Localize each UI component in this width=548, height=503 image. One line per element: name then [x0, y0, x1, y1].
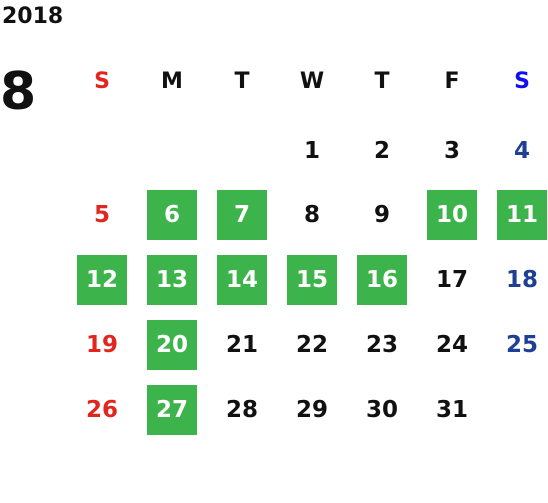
- day-cell-12[interactable]: 12: [77, 255, 127, 305]
- day-cell-29[interactable]: 29: [295, 397, 328, 423]
- day-cell-26[interactable]: 26: [85, 397, 118, 423]
- day-cell-23[interactable]: 23: [365, 332, 398, 358]
- day-cell-1[interactable]: 1: [303, 138, 320, 164]
- day-cell-4[interactable]: 4: [513, 138, 530, 164]
- weekday-header-sun: S: [94, 68, 110, 94]
- day-cell-31[interactable]: 31: [435, 397, 468, 423]
- day-cell-10[interactable]: 10: [427, 190, 477, 240]
- day-cell-2[interactable]: 2: [373, 138, 390, 164]
- weekday-header-wed: W: [299, 68, 325, 94]
- month-number: 8: [0, 62, 37, 122]
- day-cell-22[interactable]: 22: [295, 332, 328, 358]
- day-cell-11[interactable]: 11: [497, 190, 547, 240]
- weekday-header-tue: T: [234, 68, 250, 94]
- day-cell-30[interactable]: 30: [365, 397, 398, 423]
- day-cell-19[interactable]: 19: [85, 332, 118, 358]
- day-cell-18[interactable]: 18: [505, 267, 538, 293]
- day-cell-5[interactable]: 5: [93, 202, 110, 228]
- day-cell-16[interactable]: 16: [357, 255, 407, 305]
- weekday-header-sat: S: [514, 68, 530, 94]
- day-cell-8[interactable]: 8: [303, 202, 320, 228]
- weekday-header-thu: T: [374, 68, 390, 94]
- day-cell-13[interactable]: 13: [147, 255, 197, 305]
- day-cell-7[interactable]: 7: [217, 190, 267, 240]
- day-cell-20[interactable]: 20: [147, 320, 197, 370]
- day-cell-24[interactable]: 24: [435, 332, 468, 358]
- day-cell-17[interactable]: 17: [435, 267, 468, 293]
- day-cell-9[interactable]: 9: [373, 202, 390, 228]
- day-cell-25[interactable]: 25: [505, 332, 538, 358]
- day-cell-28[interactable]: 28: [225, 397, 258, 423]
- day-cell-15[interactable]: 15: [287, 255, 337, 305]
- weekday-header-mon: M: [161, 68, 183, 94]
- day-cell-3[interactable]: 3: [443, 138, 460, 164]
- day-cell-21[interactable]: 21: [225, 332, 258, 358]
- year-label: 2018: [2, 4, 64, 29]
- day-cell-14[interactable]: 14: [217, 255, 267, 305]
- day-cell-27[interactable]: 27: [147, 385, 197, 435]
- weekday-header-fri: F: [444, 68, 460, 94]
- day-cell-6[interactable]: 6: [147, 190, 197, 240]
